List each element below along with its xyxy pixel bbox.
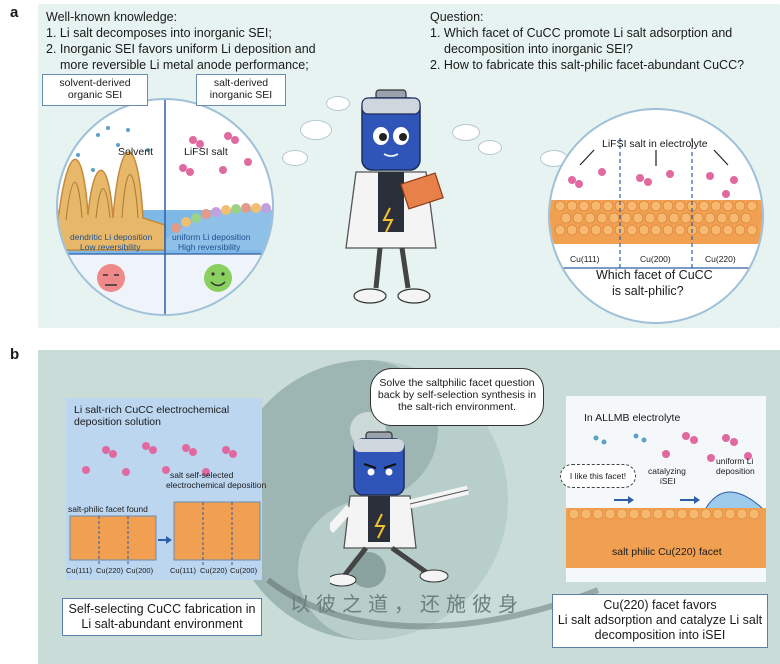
salt-sei-text-b: inorganic SEI [209, 89, 273, 101]
knowledge-line-2b: more reversible Li metal anode performan… [60, 58, 309, 72]
facet-label-200: Cu(200) [640, 254, 671, 264]
which-facet-text-a: Which facet of CuCC [596, 268, 713, 282]
knowledge-line-2a: 2. Inorganic SEI favors uniform Li depos… [46, 42, 316, 56]
caption-left-box: Self-selecting CuCC fabrication in Li sa… [62, 598, 262, 636]
facet-label-220: Cu(220) [705, 254, 736, 264]
sad-face-icon [97, 264, 125, 292]
caption-right-a: Cu(220) facet favors [603, 598, 717, 612]
like-facet-bubble: I like this facet! [560, 464, 636, 488]
salt-philic-facet-text: salt philic Cu(220) facet [612, 546, 722, 558]
sei-comparison-illustration [58, 100, 272, 314]
thought-cloud-icon [326, 96, 350, 111]
question-line-1a: 1. Which facet of CuCC promote Li salt a… [430, 26, 733, 40]
thought-cloud-icon [300, 120, 332, 140]
self-selected-text-b: electrochemical deposition [166, 480, 267, 490]
which-facet-text-b: is salt-philic? [612, 284, 684, 298]
catalyzing-text-b: iSEI [660, 476, 676, 486]
facet-tick-right-2: Cu(220) [200, 566, 228, 575]
allmb-illustration [566, 432, 766, 568]
facet-tick-left-3: Cu(200) [126, 566, 154, 575]
knowledge-line-1: 1. Li salt decomposes into inorganic SEI… [46, 26, 272, 40]
catalyzing-text-a: catalyzing [648, 466, 686, 476]
lifsi-label: LiFSI salt [184, 146, 228, 158]
panel-a-label: a [10, 4, 19, 21]
facet-question-illustration [550, 138, 762, 269]
knowledge-title: Well-known knowledge: [46, 10, 178, 24]
question-line-1b: decomposition into inorganic SEI? [444, 42, 634, 56]
facet-label-111: Cu(111) [570, 254, 600, 264]
caption-right-c: decomposition into iSEI [594, 628, 726, 642]
deposition-solution-illustration [69, 442, 261, 566]
panel-b-label: b [10, 346, 20, 363]
thought-cloud-icon [478, 140, 502, 155]
uniform-label-a: uniform Li deposition [172, 232, 251, 242]
solvent-sei-box: solvent-derived organic SEI [42, 74, 148, 106]
happy-face-icon [204, 264, 232, 292]
facet-tick-right-1: Cu(111) [170, 566, 196, 575]
uniform-label-b: High reversibility [178, 242, 241, 252]
battery-character-fighting [330, 431, 470, 587]
speech-bubble: Solve the saltphilic facet question back… [370, 368, 544, 426]
facet-question-circle [548, 108, 764, 324]
question-title: Question: [430, 10, 484, 24]
battery-character-reading [345, 89, 444, 304]
solution-text-b: deposition solution [74, 416, 161, 428]
solvent-label: Solvent [118, 146, 154, 158]
caption-left-b: Li salt-abundant environment [81, 617, 243, 631]
uniform-li-text-a: uniform Li [716, 456, 754, 466]
lifsi-electrolyte-label: LiFSI salt in electrolyte [602, 138, 708, 150]
facet-tick-left-2: Cu(220) [96, 566, 124, 575]
dendritic-label-b: Low reversibility [80, 242, 141, 252]
self-selected-text-a: salt self-selected [170, 470, 234, 480]
allmb-panel [566, 396, 766, 582]
salt-sei-text-a: salt-derived [213, 77, 269, 89]
solvent-sei-text-a: solvent-derived [59, 77, 131, 89]
thought-cloud-icon [282, 150, 308, 166]
question-line-2: 2. How to fabricate this salt-philic fac… [430, 58, 745, 72]
speech-line-a: Solve the saltphilic facet question [379, 377, 535, 389]
like-facet-text: I like this facet! [569, 471, 627, 481]
deposition-solution-panel [66, 398, 262, 580]
facet-tick-left-1: Cu(111) [66, 566, 92, 575]
caption-right-box: Cu(220) facet favors Li salt adsorption … [552, 594, 768, 648]
caption-right-b: Li salt adsorption and catalyze Li salt [557, 613, 763, 627]
speech-line-b: back by self-selection synthesis in [377, 389, 537, 401]
inorganic-sei-particles [171, 203, 271, 233]
calligraphy-text: 以彼之道，还施彼身 [290, 592, 524, 616]
speech-line-c: the salt-rich environment. [398, 401, 516, 413]
facet-tick-right-3: Cu(200) [230, 566, 258, 575]
salt-sei-box: salt-derived inorganic SEI [196, 74, 286, 106]
caption-left-a: Self-selecting CuCC fabrication in [68, 602, 256, 616]
dendritic-label-a: dendritic Li deposition [70, 232, 153, 242]
facet-found-text: salt-philic facet found [68, 504, 148, 514]
thought-cloud-icon [452, 124, 480, 141]
solution-text-a: Li salt-rich CuCC electrochemical [74, 404, 230, 416]
uniform-li-text-b: deposition [716, 466, 755, 476]
solvent-sei-text-b: organic SEI [67, 89, 123, 101]
allmb-text: In ALLMB electrolyte [584, 412, 681, 424]
sei-comparison-circle [56, 98, 274, 316]
